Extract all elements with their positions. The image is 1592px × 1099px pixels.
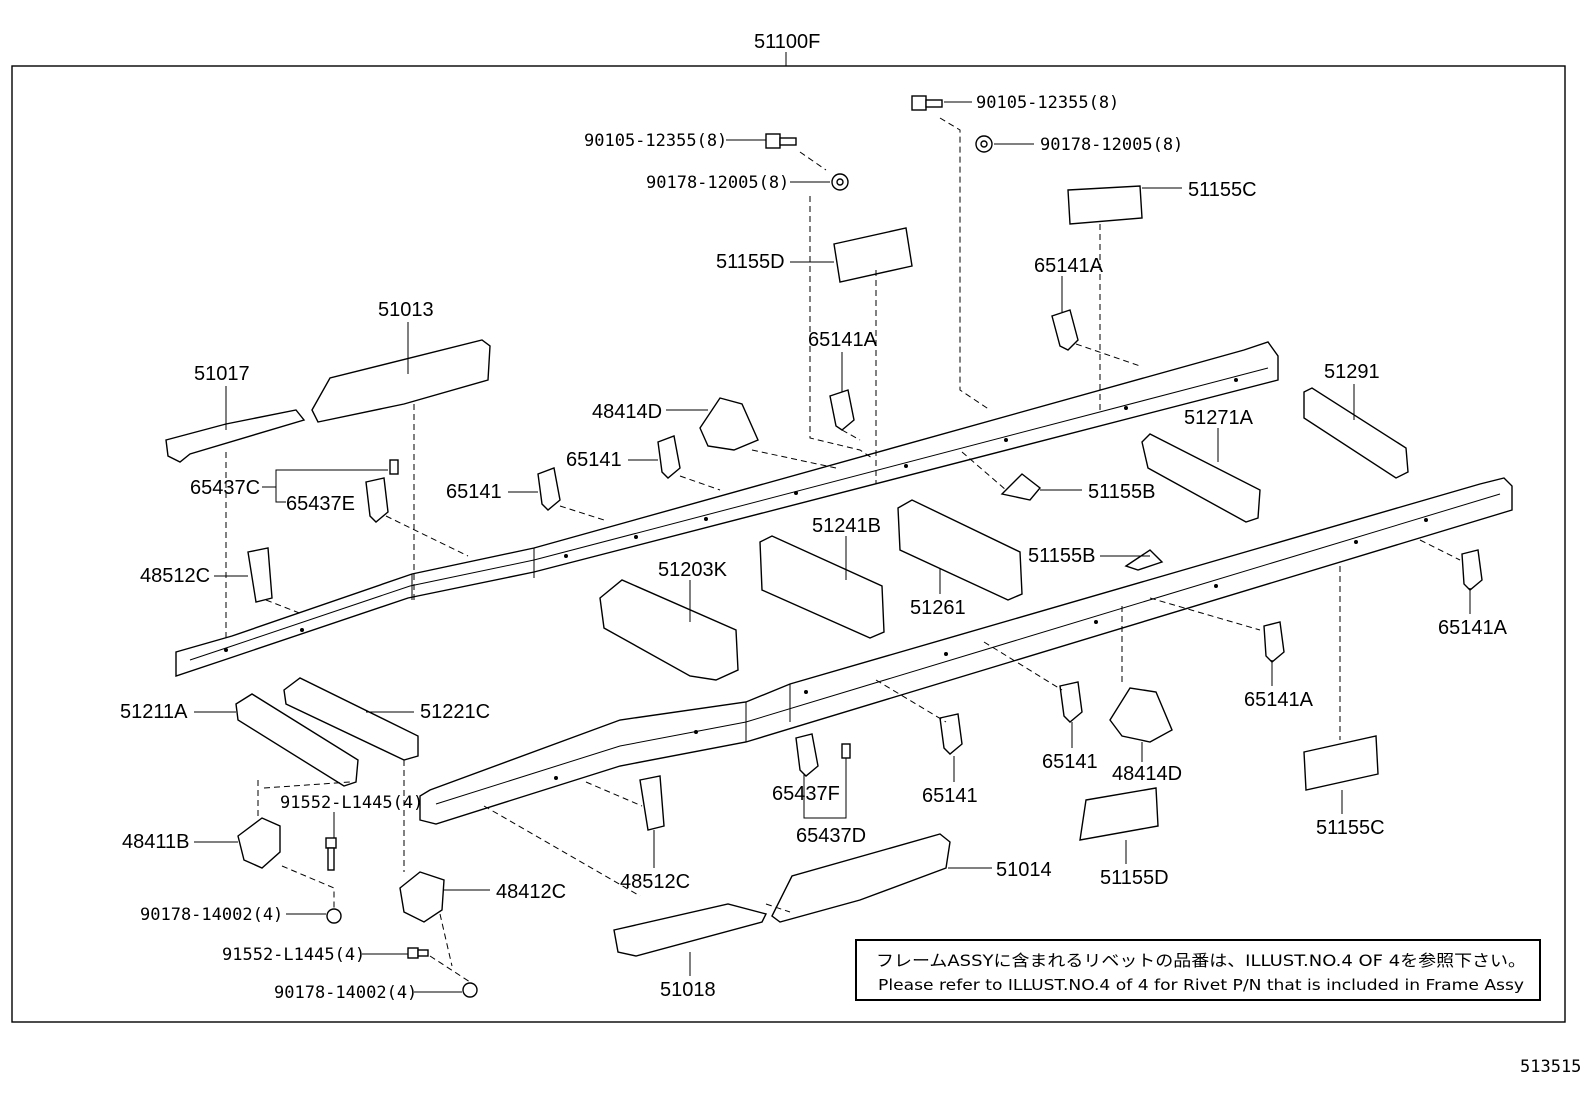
- plate-51155D-upper: [833, 227, 913, 283]
- callout-65141-1: 65141: [566, 449, 622, 471]
- callout-51221C: 51221C: [420, 701, 490, 723]
- crossmember-51211A: [235, 693, 359, 787]
- nut-90178-14002-a: [326, 908, 342, 924]
- callout-51203K: 51203K: [658, 559, 728, 581]
- callout-65141-3: 65141: [922, 785, 978, 807]
- callout-51155D-lower: 51155D: [1100, 867, 1169, 889]
- clip-65437C: [389, 459, 399, 475]
- callout-65437D: 65437D: [796, 825, 866, 847]
- bracket-65141A-4: [1263, 621, 1285, 663]
- callout-51013: 51013: [378, 299, 434, 321]
- crossmember-51013: [311, 339, 491, 423]
- bracket-48512C-left: [247, 547, 273, 603]
- frame-rail-right: [419, 477, 1513, 825]
- callout-65141-2: 65141: [446, 481, 502, 503]
- crossmember-51014: [771, 833, 951, 923]
- plate-51155C-upper: [1067, 185, 1143, 225]
- callout-51155B-upper: 51155B: [1088, 481, 1155, 503]
- callout-51271A: 51271A: [1184, 407, 1254, 429]
- crossmember-51261: [897, 499, 1023, 601]
- callout-48512C-right: 48512C: [620, 871, 690, 893]
- crossmember-51291: [1303, 387, 1409, 479]
- callout-48512C-left: 48512C: [140, 565, 210, 587]
- crossmember-51017: [165, 409, 306, 463]
- nut-90178-14002-b: [462, 982, 478, 998]
- assembly-frame: [11, 65, 1566, 1023]
- callout-bolt-91552-b: 91552-L1445(4): [222, 945, 365, 965]
- callout-51241B: 51241B: [812, 515, 881, 537]
- frame-rail-left: [175, 341, 1279, 677]
- callout-65141-4: 65141: [1042, 751, 1098, 773]
- bolt-90105-a: [765, 133, 797, 149]
- callout-65141A-1: 65141A: [1034, 255, 1104, 277]
- callout-48411B: 48411B: [122, 831, 189, 853]
- callout-nut-90178-b: 90178-12005(8): [1040, 135, 1183, 155]
- callout-51291: 51291: [1324, 361, 1380, 383]
- callout-48414D-lower: 48414D: [1112, 763, 1182, 785]
- bracket-65141A-3: [1461, 549, 1483, 591]
- callout-nut-90178-14002-a: 90178-14002(4): [140, 905, 283, 925]
- callouts: 90105-12355(8) 90178-12005(8) 90105-1235…: [120, 93, 1508, 1003]
- nut-90178-b: [975, 135, 993, 153]
- rivet-note-box: フレームASSYに含まれるリベットの品番は、ILLUST.NO.4 OF 4を参…: [855, 939, 1541, 1001]
- callout-51014: 51014: [996, 859, 1052, 881]
- callout-bolt-90105-a: 90105-12355(8): [584, 131, 727, 151]
- callout-51017: 51017: [194, 363, 250, 385]
- bracket-65141-1: [537, 467, 561, 511]
- bracket-65437F: [795, 733, 819, 777]
- callout-51155C-upper: 51155C: [1188, 179, 1257, 201]
- callout-bolt-91552-a: 91552-L1445(4): [280, 793, 423, 813]
- leader-lines: [194, 101, 1471, 993]
- callout-65141A-2: 65141A: [808, 329, 878, 351]
- crossmember-51271A: [1141, 433, 1261, 523]
- callout-51211A: 51211A: [120, 701, 188, 723]
- bolt-91552-a: [325, 837, 337, 871]
- callout-51018: 51018: [660, 979, 716, 1001]
- assembly-label: 51100F: [754, 31, 820, 53]
- assembly-lines: [225, 117, 1461, 983]
- bracket-48414D-lower: [1109, 687, 1173, 743]
- bracket-48412C: [399, 871, 445, 923]
- callout-51261: 51261: [910, 597, 966, 619]
- bracket-65141-3: [1059, 681, 1083, 723]
- callout-65437F: 65437F: [772, 783, 840, 805]
- callout-51155D-upper: 51155D: [716, 251, 785, 273]
- callout-51155B-lower: 51155B: [1028, 545, 1095, 567]
- crossmember-51018: [613, 903, 768, 957]
- bracket-65141-4: [939, 713, 963, 755]
- bracket-65141A-2: [829, 389, 855, 431]
- plate-51155C-lower: [1303, 735, 1379, 791]
- bracket-65141A-1: [1051, 309, 1079, 351]
- callout-nut-90178-a: 90178-12005(8): [646, 173, 789, 193]
- gusset-51155B-upper: [1000, 473, 1042, 501]
- callout-bolt-90105-b: 90105-12355(8): [976, 93, 1119, 113]
- callout-48414D-upper: 48414D: [592, 401, 662, 423]
- callout-48412C: 48412C: [496, 881, 566, 903]
- callout-65437E: 65437E: [286, 493, 355, 515]
- bracket-48512C-right: [639, 775, 665, 831]
- rivet-note-jp: フレームASSYに含まれるリベットの品番は、ILLUST.NO.4 OF 4を参…: [876, 951, 1526, 970]
- crossmember-51221C: [283, 677, 419, 761]
- bracket-48411B: [237, 817, 281, 869]
- bracket-65437E: [365, 477, 389, 523]
- callout-65437C: 65437C: [190, 477, 260, 499]
- gusset-51155B-lower: [1124, 549, 1164, 571]
- illustration-id: 513515: [1520, 1057, 1581, 1077]
- bracket-65141-2: [657, 435, 681, 479]
- rivet-note-en: Please refer to ILLUST.NO.4 of 4 for Riv…: [878, 976, 1524, 994]
- callout-65141A-3: 65141A: [1438, 617, 1508, 639]
- callout-nut-90178-14002-b: 90178-14002(4): [274, 983, 417, 1003]
- nut-90178-a: [831, 173, 849, 191]
- callout-65141A-4: 65141A: [1244, 689, 1314, 711]
- bracket-48414D-upper: [699, 397, 759, 451]
- callout-51155C-lower: 51155C: [1316, 817, 1385, 839]
- crossmember-51203K: [599, 579, 739, 681]
- bolt-91552-b: [407, 947, 429, 959]
- clip-65437D: [841, 743, 851, 759]
- bolt-90105-b: [911, 95, 943, 111]
- crossmember-51241B: [759, 535, 885, 639]
- plate-51155D-lower: [1079, 787, 1159, 841]
